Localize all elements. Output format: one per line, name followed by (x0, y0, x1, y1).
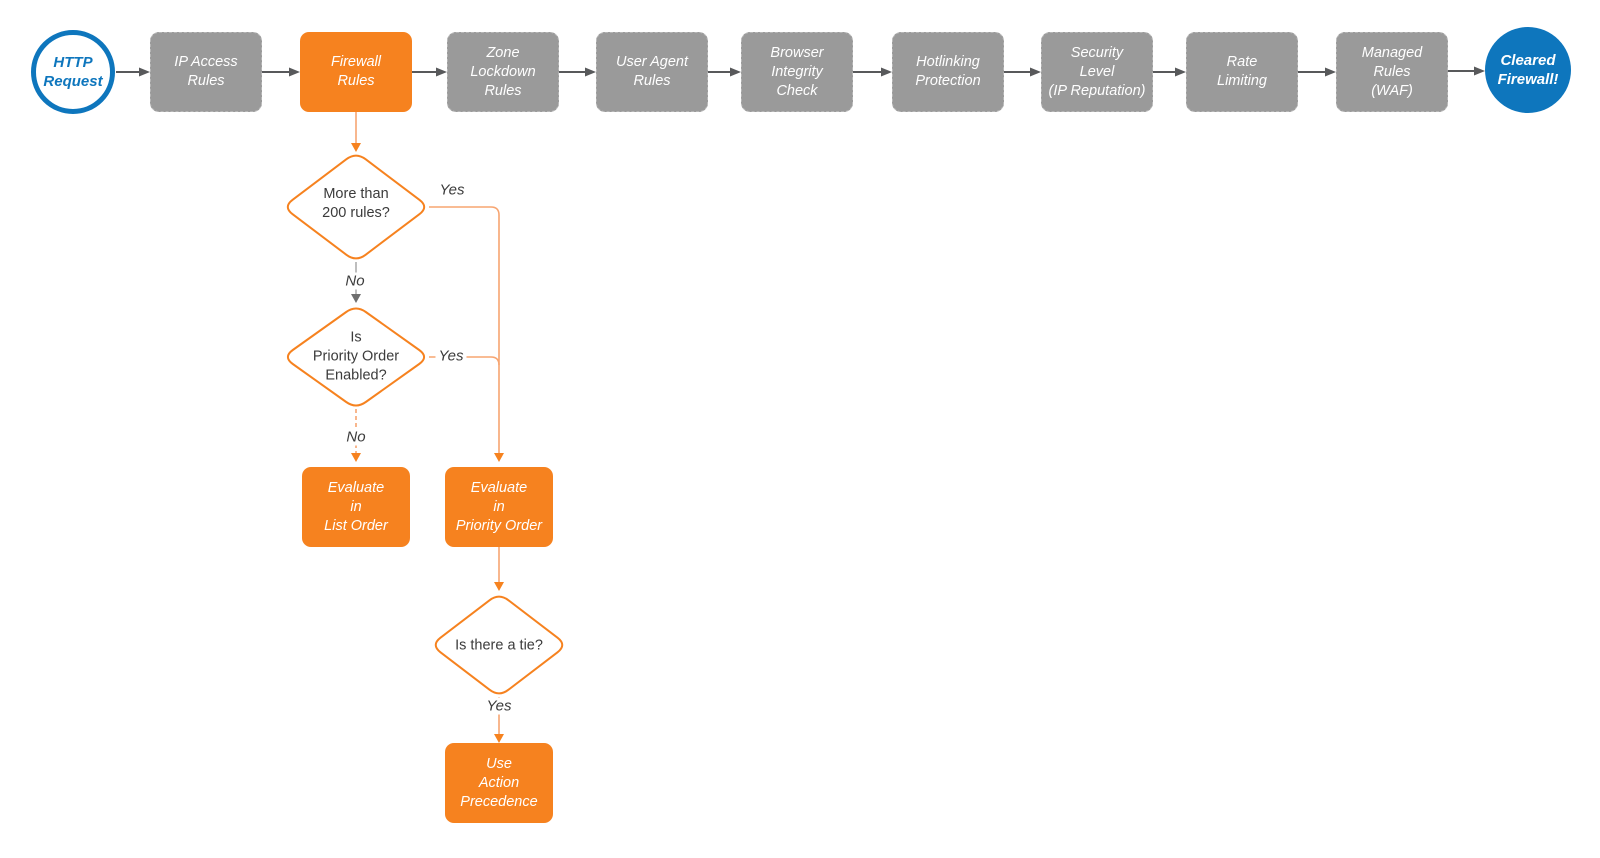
connector-d2-yes (429, 356, 500, 366)
edge-label-d2-no: No (343, 428, 369, 446)
connector-firewall-to-d1 (351, 112, 361, 152)
node-cleared-firewall: Cleared Firewall! (1485, 27, 1571, 113)
decision-label-more-than-200-rules: More than 200 rules? (322, 186, 390, 221)
step-label: Rate Limiting (1217, 54, 1267, 89)
node-http-request: HTTP Request (31, 30, 115, 114)
step-label: Hotlinking Protection (915, 54, 981, 89)
edge-label-d3-yes: Yes (483, 697, 515, 715)
node-http-request-label: HTTP Request (43, 54, 103, 90)
node-evaluate-in-list-order: Evaluate in List Order (302, 467, 410, 547)
node-security-level: Security Level (IP Reputation) (1041, 32, 1153, 112)
edge-label-d1-no: No (342, 272, 368, 290)
node-evaluate-in-priority-order: Evaluate in Priority Order (445, 467, 553, 547)
step-label: Firewall Rules (331, 54, 381, 89)
decision-diamond-priority-order-enabled (286, 307, 426, 407)
step-label: IP Access Rules (174, 54, 238, 89)
node-firewall-rules: Firewall Rules (300, 32, 412, 112)
step-label: Managed Rules (WAF) (1361, 44, 1423, 99)
edge-label-d2-yes: Yes (435, 347, 467, 365)
step-label: Browser Integrity Check (770, 44, 824, 99)
node-use-action-precedence: Use Action Precedence (445, 743, 553, 823)
node-user-agent-rules: User Agent Rules (596, 32, 708, 112)
node-browser-integrity-check: Browser Integrity Check (741, 32, 853, 112)
node-zone-lockdown-rules: Zone Lockdown Rules (447, 32, 559, 112)
action-label: Evaluate in Priority Order (455, 479, 543, 534)
decision-label-priority-order-enabled: Is Priority Order Enabled? (312, 329, 400, 384)
decision-diamond-is-there-a-tie (434, 595, 564, 695)
step-label: Zone Lockdown Rules (470, 44, 536, 99)
edge-label-d1-yes: Yes (439, 181, 465, 199)
pipeline-arrows (116, 66, 1485, 77)
node-ip-access-rules: IP Access Rules (150, 32, 262, 112)
action-label: Use Action Precedence (460, 755, 538, 810)
node-rate-limiting: Rate Limiting (1186, 32, 1298, 112)
connector-priority-to-d3 (494, 547, 504, 591)
action-label: Evaluate in List Order (324, 479, 388, 534)
decision-label-is-there-a-tie: Is there a tie? (455, 637, 543, 654)
decision-diamond-more-than-200-rules (286, 154, 426, 260)
node-cleared-firewall-label: Cleared Firewall! (1497, 52, 1559, 88)
step-label: User Agent Rules (616, 54, 688, 89)
node-managed-rules-waf: Managed Rules (WAF) (1336, 32, 1448, 112)
connector-d1-yes (429, 206, 504, 462)
node-hotlinking-protection: Hotlinking Protection (892, 32, 1004, 112)
step-label: Security Level (IP Reputation) (1048, 44, 1146, 99)
